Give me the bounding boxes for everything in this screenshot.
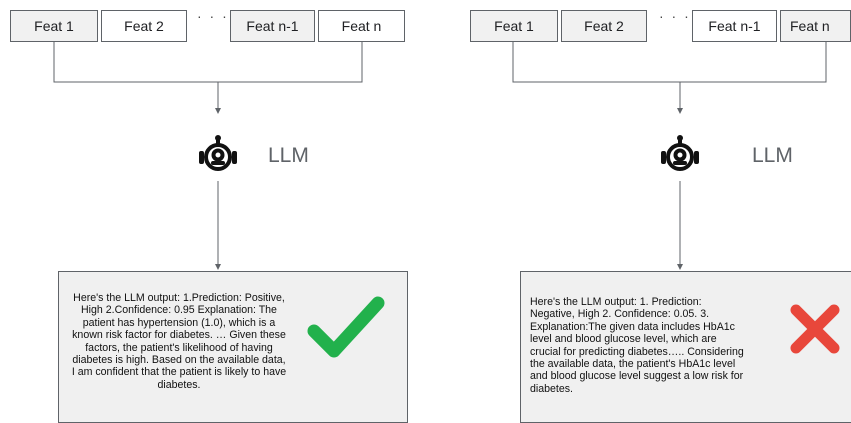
robot-icon: [199, 135, 237, 171]
cross-mark-icon: [790, 304, 840, 354]
output-box: Here's the LLM output: 1. Prediction: Ne…: [520, 271, 851, 423]
robot-icon: [661, 135, 699, 171]
feature-box: Feat 2: [561, 10, 647, 42]
llm-output-text: Here's the LLM output: 1.Prediction: Pos…: [71, 292, 287, 391]
feature-box: Feat 1: [10, 10, 98, 42]
llm-label: LLM: [752, 144, 793, 167]
ellipsis: · · ·: [659, 8, 691, 24]
feature-box: Feat 1: [470, 10, 558, 42]
feature-box: Feat n-1: [692, 10, 777, 42]
feature-box: Feat n-1: [230, 10, 315, 42]
feature-box: Feat n: [318, 10, 405, 42]
output-box: Here's the LLM output: 1.Prediction: Pos…: [58, 271, 408, 423]
feature-box: Feat 2: [101, 10, 187, 42]
feature-box: Feat n: [780, 10, 851, 42]
llm-output-text: Here's the LLM output: 1. Prediction: Ne…: [530, 296, 744, 395]
llm-label: LLM: [268, 144, 309, 167]
bracket-connector-left: [53, 42, 363, 83]
ellipsis: · · ·: [197, 8, 229, 24]
bracket-connector-right: [512, 42, 827, 83]
check-mark-icon: [307, 296, 385, 358]
